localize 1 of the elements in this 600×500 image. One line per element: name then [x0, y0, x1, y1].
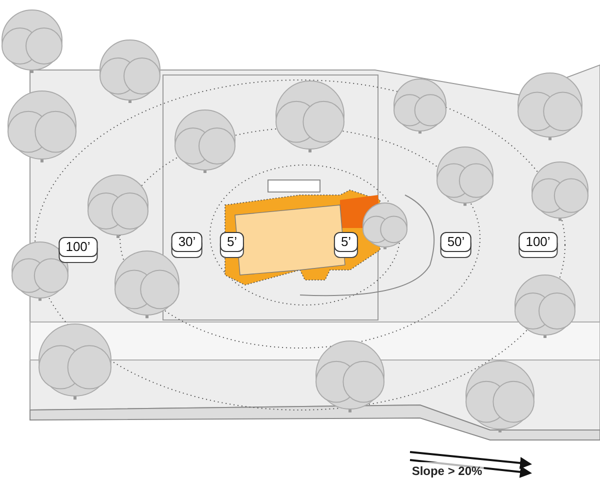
slope-label: Slope > 20%	[410, 462, 484, 480]
